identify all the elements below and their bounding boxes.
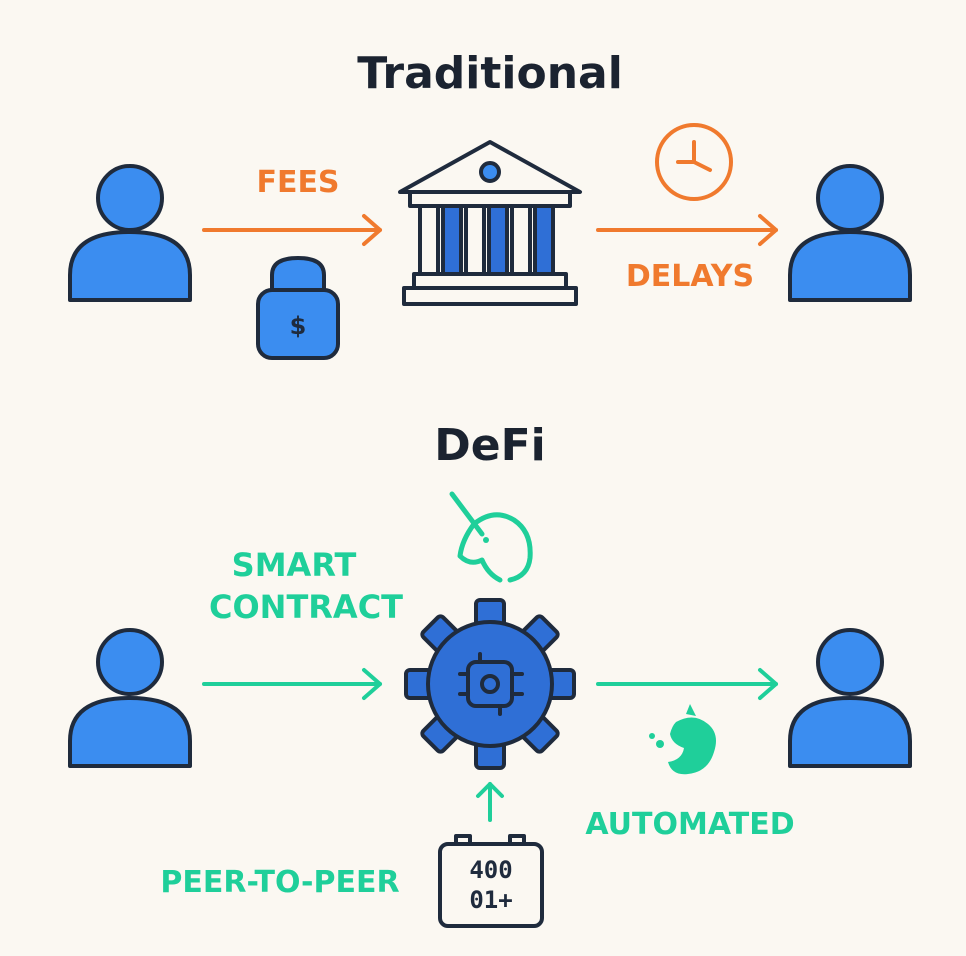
defi-sender-user-icon (68, 628, 192, 768)
smart-contract-label-line1: SMART (232, 546, 357, 584)
defi-input-arrow (202, 668, 382, 700)
p2p-up-arrow (476, 782, 504, 822)
defi-output-arrow (596, 668, 778, 700)
delays-arrow (596, 214, 778, 246)
splash-icon (649, 704, 716, 775)
defi-title: DeFi (434, 420, 546, 471)
device-readout-line1: 400 (469, 856, 512, 884)
defi-recipient-user-icon (788, 628, 912, 768)
unicorn-icon (449, 491, 533, 583)
sender-user-icon (68, 164, 192, 302)
smart-contract-label-line2: CONTRACT (209, 588, 403, 626)
bank-icon (398, 140, 582, 306)
peer-to-peer-label: PEER-TO-PEER (160, 865, 399, 900)
clock-icon (655, 123, 733, 201)
delays-label: DELAYS (626, 259, 754, 294)
circuit-chip-icon (458, 652, 524, 716)
device-readout-line2: 01+ (469, 886, 512, 914)
device-icon (438, 834, 544, 928)
fees-arrow (202, 214, 382, 246)
recipient-user-icon (788, 164, 912, 302)
money-lock-icon (256, 256, 340, 360)
gear-icon (404, 598, 576, 770)
automated-label: AUTOMATED (585, 807, 794, 842)
lock-dollar-symbol: $ (290, 312, 307, 340)
traditional-title: Traditional (357, 48, 623, 99)
fees-label: FEES (256, 165, 339, 200)
